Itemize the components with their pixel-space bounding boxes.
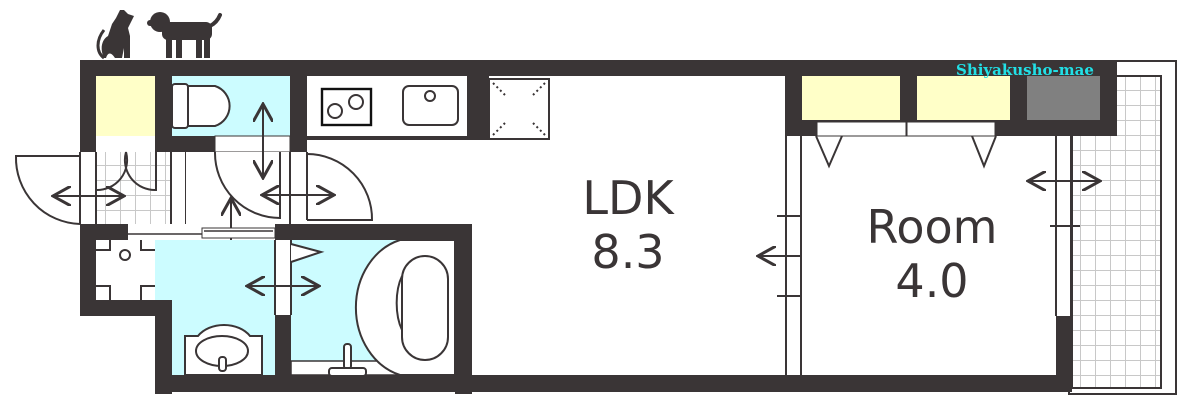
walls <box>80 60 1117 394</box>
faucet-icon <box>328 343 367 377</box>
balcony <box>1068 60 1177 395</box>
stove-icon <box>320 87 373 127</box>
toilet-icon <box>171 83 231 129</box>
cat-icon <box>96 10 134 60</box>
bathroom <box>247 239 456 377</box>
washbasin-icon <box>184 323 263 376</box>
room-name: Room <box>867 200 998 254</box>
ldk-room: LDK 8.3 <box>472 76 785 375</box>
front-door[interactable] <box>14 152 97 225</box>
station-watermark: Shiyakusho-mae <box>956 61 1094 79</box>
ac-unit-icon <box>1027 76 1100 120</box>
entrance <box>14 151 187 225</box>
room-size: 4.0 <box>895 254 968 308</box>
ldk-size: 8.3 <box>591 225 664 279</box>
ldk-name: LDK <box>582 171 675 225</box>
sink-icon <box>402 85 459 126</box>
balcony-sliding-door[interactable] <box>1028 136 1100 316</box>
hallway <box>186 104 374 268</box>
kitchen-counter <box>307 76 467 136</box>
washer-space-icon <box>96 240 155 300</box>
western-room: Room 4.0 <box>802 136 1056 375</box>
bathtub-icon <box>354 239 456 376</box>
washroom <box>155 240 275 376</box>
dog-icon <box>147 12 222 58</box>
room-closets <box>802 76 1100 169</box>
washroom-sliding-door[interactable] <box>128 227 276 239</box>
closet-storage <box>96 76 155 136</box>
